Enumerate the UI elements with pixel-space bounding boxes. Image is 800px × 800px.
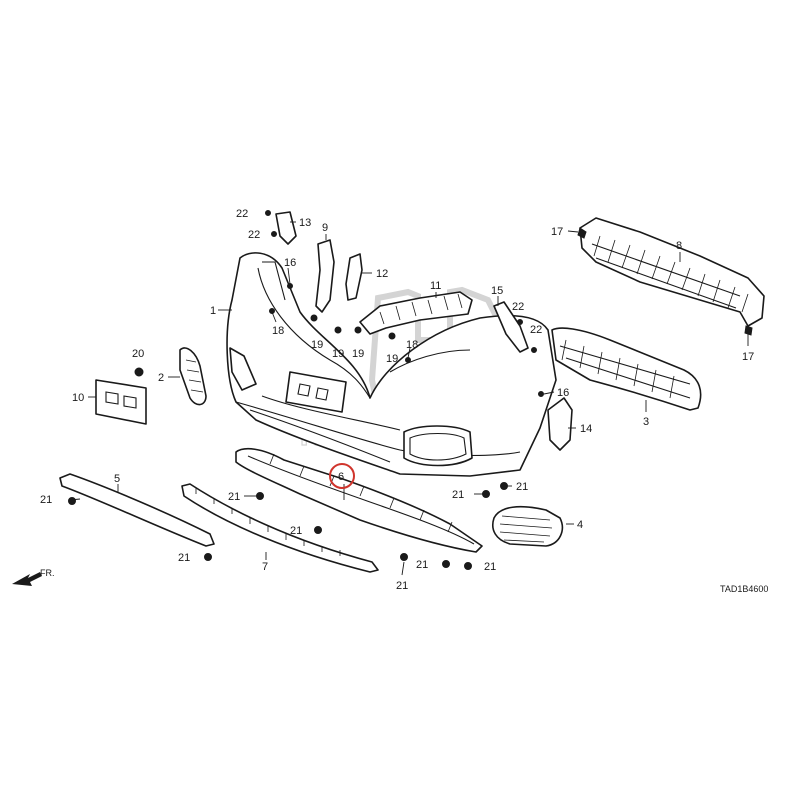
callout-5: 5 xyxy=(114,473,120,485)
callout-22-d: 22 xyxy=(530,324,542,336)
callout-19-d: 19 xyxy=(386,353,398,365)
fastener-16-b xyxy=(538,391,544,397)
part-5-lower-strip xyxy=(59,473,215,547)
callout-21-a: 21 xyxy=(40,494,52,506)
fastener-22-d xyxy=(531,347,537,353)
callout-17-b: 17 xyxy=(742,351,754,363)
part-4-right-lower-vent xyxy=(492,505,564,547)
callout-6: 6 xyxy=(338,471,344,483)
callout-7: 7 xyxy=(262,561,268,573)
leader-lines xyxy=(69,221,749,576)
fastener-19-c xyxy=(354,326,362,334)
callout-21-g: 21 xyxy=(484,561,496,573)
callout-21-e: 21 xyxy=(396,580,408,592)
callout-10: 10 xyxy=(72,392,84,404)
callout-19-a: 19 xyxy=(311,339,323,351)
part-10-license-base xyxy=(95,379,147,425)
callout-12: 12 xyxy=(376,268,388,280)
fastener-19-b xyxy=(334,326,342,334)
callout-21-h: 21 xyxy=(452,489,464,501)
callout-9: 9 xyxy=(322,222,328,234)
part-2-left-fog-cover xyxy=(179,347,207,406)
callout-22-c: 22 xyxy=(512,301,524,313)
part-6-lower-spoiler xyxy=(235,447,483,553)
fastener-21-e xyxy=(400,553,408,561)
fastener-21-g xyxy=(464,562,472,570)
callout-8: 8 xyxy=(676,240,682,252)
fastener-18-b xyxy=(405,357,411,363)
fastener-16-a xyxy=(287,283,293,289)
callout-11: 11 xyxy=(430,280,441,292)
front-arrow-icon xyxy=(12,572,42,586)
callout-labels: 1 2 3 4 5 6 7 8 9 10 11 12 13 14 15 16 1… xyxy=(40,208,754,592)
callout-21-b: 21 xyxy=(178,552,190,564)
callout-21-c: 21 xyxy=(228,491,240,503)
callout-17-a: 17 xyxy=(551,226,563,238)
callout-16-a: 16 xyxy=(284,257,296,269)
part-7-lower-garnish xyxy=(181,483,379,573)
callout-20: 20 xyxy=(132,348,144,360)
front-arrow-label: FR. xyxy=(40,568,55,578)
fastener-18-a xyxy=(269,308,275,314)
front-direction-arrow: FR. xyxy=(12,568,55,586)
part-12-bracket xyxy=(345,253,363,301)
fastener-21-a xyxy=(68,497,76,505)
part-9-bracket xyxy=(315,239,335,313)
callout-13: 13 xyxy=(299,217,311,229)
fastener-22-b xyxy=(271,231,277,237)
highlight-circle xyxy=(329,463,355,489)
callout-16-b: 16 xyxy=(557,387,569,399)
callout-19-b: 19 xyxy=(332,348,344,360)
callout-3: 3 xyxy=(643,416,649,428)
fastener-21-b xyxy=(204,553,212,561)
part-11-upper-beam xyxy=(359,291,473,335)
callout-21-f: 21 xyxy=(416,559,428,571)
part-13-bracket xyxy=(275,211,297,245)
diagram-code: TAD1B4600 xyxy=(720,584,768,594)
callout-4: 4 xyxy=(577,519,583,531)
fastener-19-d xyxy=(388,332,396,340)
callout-21-i: 21 xyxy=(516,481,528,493)
fastener-19-a xyxy=(310,314,318,322)
fastener-21-f xyxy=(442,560,450,568)
callout-21-d: 21 xyxy=(290,525,302,537)
callout-19-c: 19 xyxy=(352,348,364,360)
fastener-22-c xyxy=(517,319,523,325)
callout-15: 15 xyxy=(491,285,503,297)
part-3-lower-grille xyxy=(551,327,702,411)
callout-18-b: 18 xyxy=(406,339,418,351)
callout-1: 1 xyxy=(210,305,216,317)
callout-22-a: 22 xyxy=(236,208,248,220)
part-14-bracket xyxy=(547,397,573,451)
fasteners xyxy=(68,210,544,570)
fastener-20 xyxy=(134,367,144,377)
callout-18-a: 18 xyxy=(272,325,284,337)
callout-22-b: 22 xyxy=(248,229,260,241)
part-8-upper-grille xyxy=(577,217,765,336)
fastener-21-d xyxy=(314,526,322,534)
callout-2: 2 xyxy=(158,372,164,384)
fastener-22-a xyxy=(265,210,271,216)
callout-14: 14 xyxy=(580,423,592,435)
part-15-bracket xyxy=(493,301,529,353)
